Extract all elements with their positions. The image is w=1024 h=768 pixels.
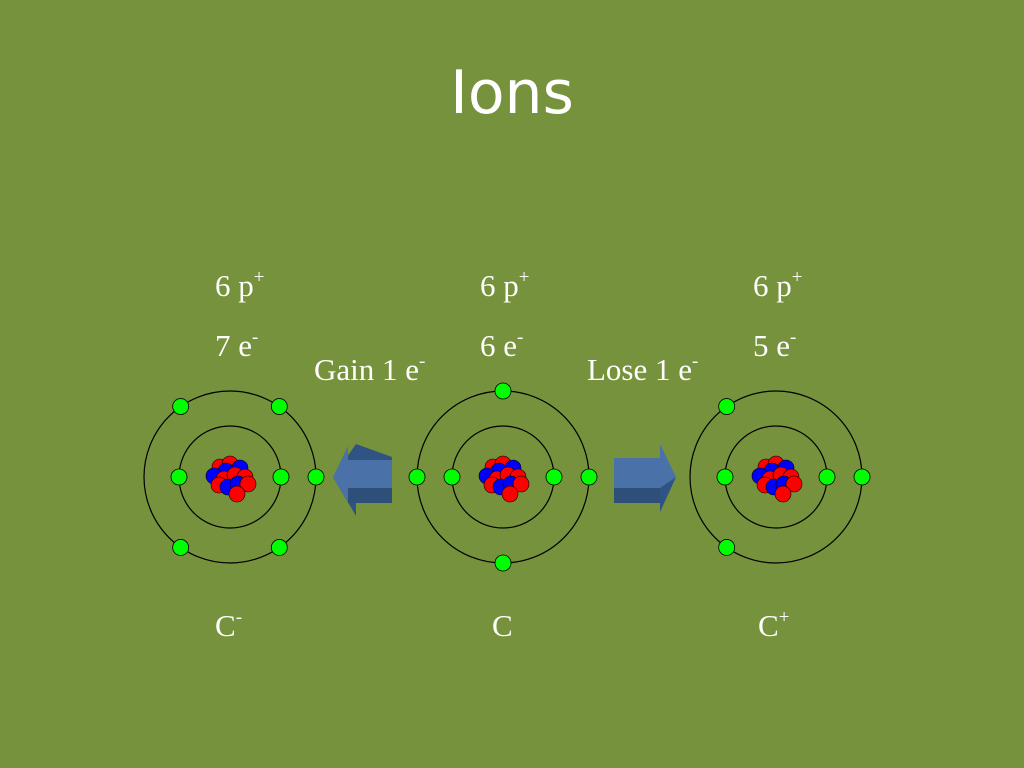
electron [853,468,871,486]
proton [774,485,792,503]
electron [718,398,736,415]
gain-electron-label: Gain 1 e- [314,350,426,387]
left-atom-symbol: C- [215,606,243,643]
slide-title: Ions [450,58,574,128]
electron [270,539,288,556]
electron [716,468,734,486]
proton [228,485,246,503]
proton [785,475,803,493]
electron [307,468,325,486]
right-atom-protons-label: 6 p+ [753,266,803,303]
middle-atom-protons-label: 6 p+ [480,266,530,303]
electron [172,539,190,556]
lose-electron-label: Lose 1 e- [587,350,699,387]
electron [443,468,461,486]
electron [718,539,736,556]
left-atom-electrons-label: 7 e- [215,326,259,363]
electron [818,468,836,486]
electron [580,468,598,486]
atom-carbon-cation [689,390,871,564]
right-atom-electrons-label: 5 e- [753,326,797,363]
atom-carbon-neutral [408,382,598,572]
right-atom-symbol: C+ [758,606,790,643]
proton [512,475,530,493]
electron [170,468,188,486]
proton [501,485,519,503]
proton [239,475,257,493]
left-atom-protons-label: 6 p+ [215,266,265,303]
middle-atom-electrons-label: 6 e- [480,326,524,363]
electron [545,468,563,486]
electron [494,554,512,572]
atom-carbon-anion [143,390,325,564]
electron [270,398,288,415]
electron [408,468,426,486]
electron [494,382,512,400]
gain-arrow-icon [333,444,392,516]
middle-atom-symbol: C [492,608,513,643]
lose-arrow-icon [614,444,676,512]
electron [172,398,190,415]
electron [272,468,290,486]
